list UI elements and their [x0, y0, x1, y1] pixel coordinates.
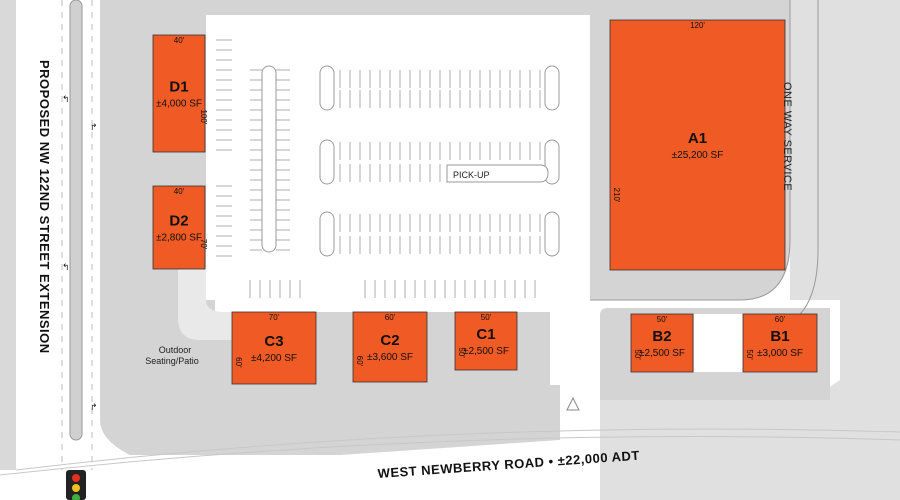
building-footprint	[231, 311, 317, 385]
buildings: D1 ±4,000 SF 40' 100' D2 ±2,800 SF 40' 70' A1 ±25…	[152, 19, 818, 385]
building-name: D1	[169, 79, 188, 96]
building-depth-label: 70'	[199, 239, 208, 250]
building-depth-label: 60'	[234, 357, 243, 368]
building-area: ±4,200 SF	[251, 353, 297, 364]
patio-label-line2: Seating/Patio	[145, 356, 199, 366]
building-width-label: 40'	[174, 187, 185, 196]
turn-arrow-icon: ↰	[62, 262, 70, 272]
building-name: C3	[264, 333, 283, 350]
building-depth-label: 50'	[633, 349, 642, 360]
building-area: ±2,500 SF	[463, 346, 509, 357]
building-area: ±2,500 SF	[639, 348, 685, 359]
building-b1: B1 ±3,000 SF 60' 50'	[742, 313, 818, 373]
west-site-area	[100, 0, 560, 455]
one-way-service-label: ONE WAY SERVICE	[781, 82, 793, 191]
parking-island-west	[261, 65, 277, 253]
building-name: B2	[652, 328, 671, 345]
pickup-island	[446, 164, 549, 183]
parking-island	[319, 65, 335, 111]
building-depth-label: 60'	[355, 356, 364, 367]
parking-island	[319, 211, 335, 257]
service-drive-edge	[590, 0, 791, 301]
west-street: ↰ ↰ ↱ ↱	[61, 0, 98, 470]
patio-label-line1: Outdoor	[159, 345, 192, 355]
building-width-label: 50'	[657, 315, 668, 324]
building-depth-label: 210'	[612, 188, 621, 203]
building-area: ±4,000 SF	[156, 99, 202, 110]
building-c3: C3 ±4,200 SF 70' 60'	[231, 311, 317, 385]
building-name: B1	[770, 328, 789, 345]
parking-stalls	[216, 39, 541, 298]
building-area: ±2,800 SF	[156, 233, 202, 244]
building-footprint	[454, 311, 518, 371]
building-depth-label: 50'	[745, 349, 754, 360]
building-name: C2	[380, 332, 399, 349]
building-depth-label: 100'	[199, 109, 208, 124]
parking-island	[319, 139, 335, 185]
b-courtyard	[694, 314, 744, 372]
building-footprint	[352, 311, 428, 383]
building-width-label: 60'	[385, 313, 396, 322]
building-name: C1	[476, 326, 495, 343]
parking-lot	[215, 20, 580, 312]
building-footprint	[609, 19, 786, 271]
building-name: D2	[169, 213, 188, 230]
turn-arrow-icon: ↱	[90, 402, 98, 412]
road-edge	[0, 436, 900, 476]
building-footprint	[742, 313, 818, 373]
east-landscape	[600, 0, 900, 500]
directional-arrow-icon	[566, 396, 580, 411]
building-d1: D1 ±4,000 SF 40' 100'	[152, 34, 208, 153]
building-width-label: 50'	[481, 313, 492, 322]
building-name: A1	[688, 130, 707, 147]
drive-aisle	[215, 295, 555, 305]
street-median	[69, 0, 83, 441]
building-area: ±3,000 SF	[757, 348, 803, 359]
north-site-strip	[300, 0, 590, 15]
building-width-label: 40'	[174, 36, 185, 45]
building-depth-label: 50'	[457, 347, 466, 358]
pickup-label: PICK-UP	[453, 170, 490, 180]
parking-island	[544, 139, 560, 185]
turn-arrow-icon: ↱	[90, 122, 98, 132]
building-footprint	[152, 34, 206, 153]
building-area: ±3,600 SF	[367, 352, 413, 363]
building-area: ±25,200 SF	[672, 150, 724, 161]
building-d2: D2 ±2,800 SF 40' 70'	[152, 185, 208, 270]
building-footprint	[152, 185, 206, 270]
south-strip	[240, 385, 560, 420]
west-curb-strip	[0, 0, 16, 470]
building-width-label: 120'	[690, 21, 705, 30]
turn-arrow-icon: ↰	[62, 94, 70, 104]
building-width-label: 70'	[269, 313, 280, 322]
building-a1: A1 ±25,200 SF 120' 210'	[609, 19, 786, 271]
road-edge	[15, 428, 900, 471]
building-footprint	[630, 313, 694, 373]
parking-island	[544, 211, 560, 257]
parking-pavement	[215, 20, 580, 312]
traffic-light-icon	[66, 470, 86, 500]
outdoor-patio	[178, 268, 232, 340]
building-width-label: 60'	[775, 315, 786, 324]
parking-island	[544, 65, 560, 111]
west-street-label: PROPOSED NW 122ND STREET EXTENSION	[37, 60, 52, 354]
